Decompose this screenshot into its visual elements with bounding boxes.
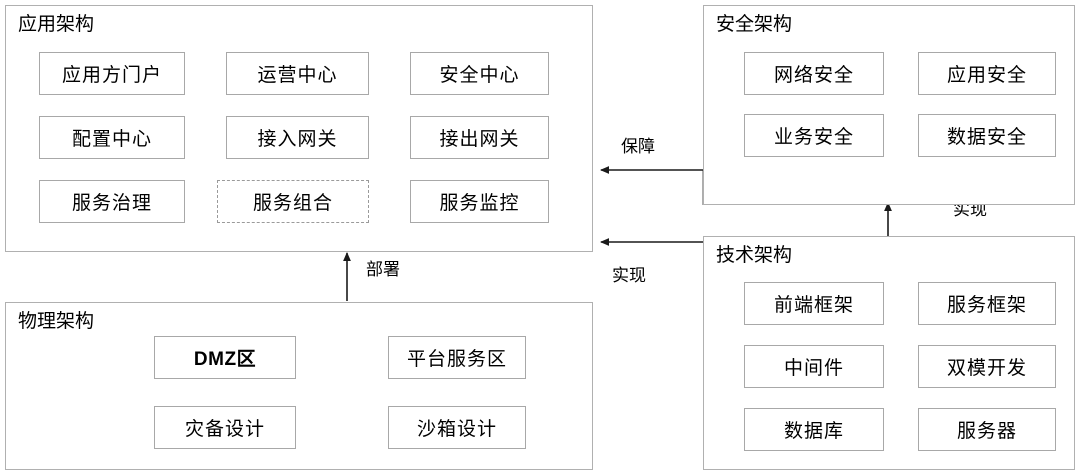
panel-title-technical: 技术架构 (716, 245, 793, 266)
node-service-composition[interactable]: 服务组合 (217, 180, 369, 223)
node-dmz-zone[interactable]: DMZ区 (154, 336, 296, 379)
edge-label-technical-to-application: 实现 (612, 266, 646, 285)
node-security-center[interactable]: 安全中心 (410, 52, 549, 95)
node-inbound-gateway[interactable]: 接入网关 (226, 116, 369, 159)
node-disaster-recovery-design[interactable]: 灾备设计 (154, 406, 296, 449)
node-application-security[interactable]: 应用安全 (918, 52, 1056, 95)
edge-label-physical-to-application: 部署 (366, 260, 400, 279)
panel-title-application: 应用架构 (18, 14, 95, 35)
panel-technical-architecture: 技术架构 前端框架 服务框架 中间件 双模开发 数据库 服务器 (703, 236, 1075, 470)
panel-title-security: 安全架构 (716, 14, 793, 35)
node-business-security[interactable]: 业务安全 (744, 114, 884, 157)
node-service-framework[interactable]: 服务框架 (918, 282, 1056, 325)
node-frontend-framework[interactable]: 前端框架 (744, 282, 884, 325)
panel-application-architecture: 应用架构 应用方门户 运营中心 安全中心 配置中心 接入网关 接出网关 服务治理… (5, 5, 593, 252)
node-config-center[interactable]: 配置中心 (39, 116, 185, 159)
node-data-security[interactable]: 数据安全 (918, 114, 1056, 157)
panel-physical-architecture: 物理架构 DMZ区 平台服务区 灾备设计 沙箱设计 (5, 302, 593, 470)
node-outbound-gateway[interactable]: 接出网关 (410, 116, 549, 159)
node-service-monitoring[interactable]: 服务监控 (410, 180, 549, 223)
node-database[interactable]: 数据库 (744, 408, 884, 451)
connector-security-to-application (600, 166, 704, 205)
node-platform-service-zone[interactable]: 平台服务区 (388, 336, 526, 379)
panel-security-architecture: 安全架构 网络安全 应用安全 业务安全 数据安全 (703, 5, 1075, 205)
node-application-portal[interactable]: 应用方门户 (39, 52, 185, 95)
node-middleware[interactable]: 中间件 (744, 345, 884, 388)
panel-title-physical: 物理架构 (18, 311, 95, 332)
node-network-security[interactable]: 网络安全 (744, 52, 884, 95)
node-server[interactable]: 服务器 (918, 408, 1056, 451)
node-sandbox-design[interactable]: 沙箱设计 (388, 406, 526, 449)
node-dual-mode-development[interactable]: 双模开发 (918, 345, 1056, 388)
node-operation-center[interactable]: 运营中心 (226, 52, 369, 95)
node-service-governance[interactable]: 服务治理 (39, 180, 185, 223)
edge-label-security-to-application: 保障 (621, 137, 655, 156)
